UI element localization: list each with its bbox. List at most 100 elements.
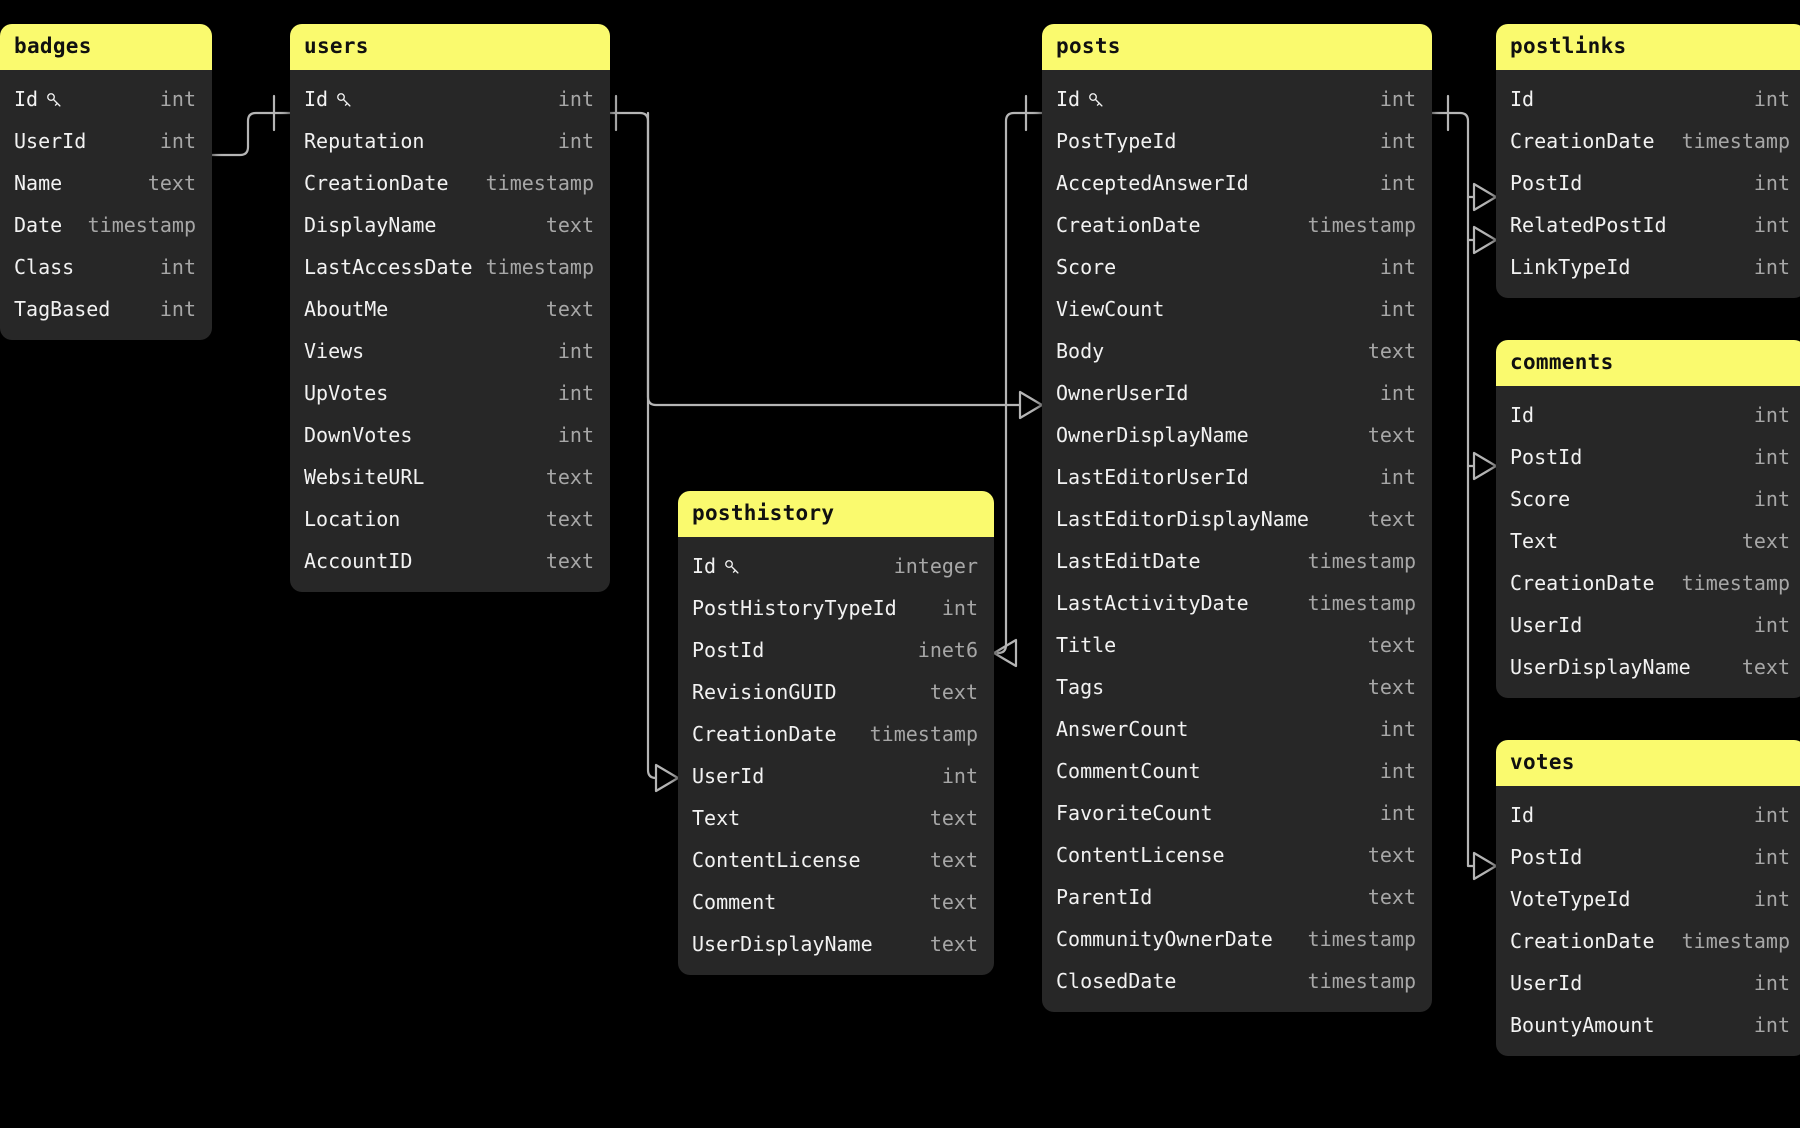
field-name: Title [1056, 633, 1116, 657]
table-title-comments[interactable]: comments [1496, 340, 1800, 386]
field-name: PostId [1510, 445, 1582, 469]
field-row[interactable]: Title text [1042, 624, 1432, 666]
table-title-votes[interactable]: votes [1496, 740, 1800, 786]
field-type: int [1753, 403, 1790, 427]
field-type: text [545, 297, 594, 321]
field-type: text [545, 465, 594, 489]
field-name: DownVotes [304, 423, 412, 447]
table-title-posts[interactable]: posts [1042, 24, 1432, 70]
field-row[interactable]: CreationDate timestamp [1496, 562, 1800, 604]
table-title-badges[interactable]: badges [0, 24, 212, 70]
field-name: Text [1510, 529, 1558, 553]
field-label: Name [14, 171, 63, 195]
field-type: text [1367, 633, 1416, 657]
field-name: Body [1056, 339, 1104, 363]
field-label: Body [1056, 339, 1105, 363]
table-title-users[interactable]: users [290, 24, 610, 70]
table-title-postlinks[interactable]: postlinks [1496, 24, 1800, 70]
field-name: UserId [1510, 613, 1582, 637]
field-name: PostId [1510, 845, 1582, 869]
field-name: LastActivityDate [1056, 591, 1249, 615]
table-title-posthistory[interactable]: posthistory [678, 491, 994, 537]
field-type: timestamp [1681, 571, 1790, 595]
field-label: CreationDate [1510, 571, 1655, 595]
field-label: UserId [1510, 613, 1583, 637]
field-name: CreationDate [1510, 129, 1655, 153]
